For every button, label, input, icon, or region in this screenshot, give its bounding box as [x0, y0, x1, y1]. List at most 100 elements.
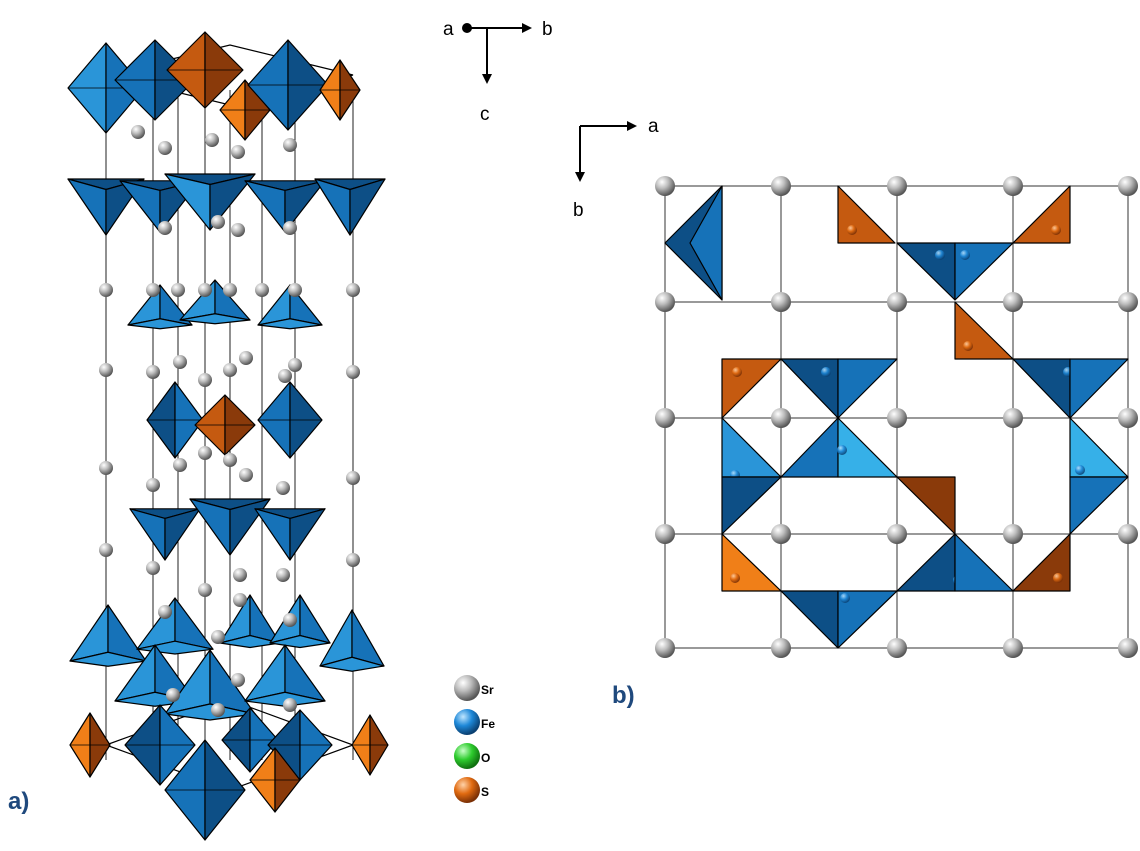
- sr-atom: [1118, 524, 1138, 544]
- axis-b-b-label: b: [573, 200, 584, 221]
- legend-item-o: O: [454, 743, 490, 769]
- sr-atom: [771, 292, 791, 312]
- sr-atom: [1003, 408, 1023, 428]
- tetrahedron-face: [244, 691, 326, 707]
- sr-atom: [198, 446, 212, 460]
- sr-atom: [198, 283, 212, 297]
- legend-o-sphere: [454, 743, 480, 769]
- s-atom: [1053, 573, 1063, 583]
- sr-atom: [283, 221, 297, 235]
- sr-atom: [239, 468, 253, 482]
- sr-atom: [233, 593, 247, 607]
- tetrahedron-face: [351, 609, 385, 667]
- sr-atom: [887, 524, 907, 544]
- tetrahedron-face: [349, 178, 386, 236]
- fe-polyhedron: [1012, 358, 1071, 419]
- sr-atom: [1003, 292, 1023, 312]
- fe-polyhedron: [1069, 358, 1129, 419]
- sr-atom: [887, 638, 907, 658]
- s-polyhedron: [721, 358, 782, 419]
- axis-b-label: b: [542, 19, 553, 40]
- sr-atom: [198, 373, 212, 387]
- fe-atom: [840, 593, 850, 603]
- sr-atom: [771, 524, 791, 544]
- legend-item-s: S: [454, 777, 489, 803]
- legend-s-sphere: [454, 777, 480, 803]
- sr-atom: [211, 630, 225, 644]
- sr-atom: [166, 688, 180, 702]
- fe-polyhedron: [689, 185, 723, 301]
- sr-atom: [276, 481, 290, 495]
- sr-atom: [1118, 176, 1138, 196]
- fe-polyhedron: [837, 358, 898, 419]
- sr-atom: [346, 365, 360, 379]
- sr-atom: [771, 638, 791, 658]
- s-polyhedron: [837, 185, 896, 244]
- s-atom: [847, 225, 857, 235]
- sr-atom: [346, 553, 360, 567]
- panel-b-projection: [655, 176, 1138, 658]
- sr-atom: [655, 408, 675, 428]
- panel-b-label: b): [612, 682, 635, 709]
- sr-atom: [276, 568, 290, 582]
- sr-atom: [655, 638, 675, 658]
- sr-atom: [171, 283, 185, 297]
- sr-atom: [887, 408, 907, 428]
- s-atom: [732, 367, 742, 377]
- sr-atom: [158, 221, 172, 235]
- fe-polyhedron: [954, 242, 1014, 301]
- tetrahedron-face: [127, 318, 193, 330]
- sr-atom: [233, 568, 247, 582]
- sr-atom: [655, 292, 675, 312]
- fe-atom: [1075, 465, 1085, 475]
- s-polyhedron: [721, 533, 782, 592]
- sr-atom: [887, 176, 907, 196]
- tetrahedron-face: [289, 508, 326, 561]
- sr-atom: [346, 283, 360, 297]
- s-atom: [1051, 225, 1061, 235]
- tetrahedron-face: [189, 498, 231, 556]
- fe-polyhedron: [721, 476, 782, 535]
- tetrahedron-face: [179, 313, 251, 325]
- axes-b: a b: [573, 116, 659, 221]
- tetrahedron-face: [244, 180, 286, 233]
- sr-atom: [887, 292, 907, 312]
- fe-polyhedron: [1069, 476, 1129, 535]
- tetrahedron-face: [229, 498, 271, 556]
- sr-atom: [146, 365, 160, 379]
- sr-atom: [99, 543, 113, 557]
- sr-atom: [1003, 176, 1023, 196]
- sr-atom: [231, 145, 245, 159]
- s-polyhedron: [1012, 185, 1071, 244]
- axis-a-dot: [462, 23, 472, 33]
- sr-atom: [288, 358, 302, 372]
- fe-atom: [935, 250, 945, 260]
- s-polyhedron: [954, 301, 1014, 360]
- sr-atom: [146, 478, 160, 492]
- fe-atom: [821, 367, 831, 377]
- sr-atom: [1003, 524, 1023, 544]
- s-polyhedron: [1012, 533, 1071, 592]
- tetrahedron-face: [299, 594, 331, 644]
- sr-atom: [283, 138, 297, 152]
- fe-polyhedron: [837, 590, 898, 649]
- axis-b-a-label: a: [648, 116, 659, 137]
- panel-a-label: a): [8, 788, 30, 815]
- sr-atom: [231, 223, 245, 237]
- sr-atom: [239, 351, 253, 365]
- sr-atom: [655, 524, 675, 544]
- tetrahedron-face: [174, 597, 214, 650]
- sr-atom: [288, 283, 302, 297]
- axes-a: a b c: [443, 19, 553, 125]
- legend: Sr Fe O S: [454, 675, 495, 803]
- fe-atom: [960, 250, 970, 260]
- axis-c-label: c: [480, 104, 490, 125]
- sr-atom: [158, 605, 172, 619]
- fe-polyhedron: [780, 417, 839, 478]
- axis-a-label: a: [443, 19, 454, 40]
- legend-s-label: S: [481, 785, 489, 799]
- legend-o-label: O: [481, 751, 490, 765]
- sr-atom: [146, 283, 160, 297]
- tetrahedron-face: [284, 180, 326, 233]
